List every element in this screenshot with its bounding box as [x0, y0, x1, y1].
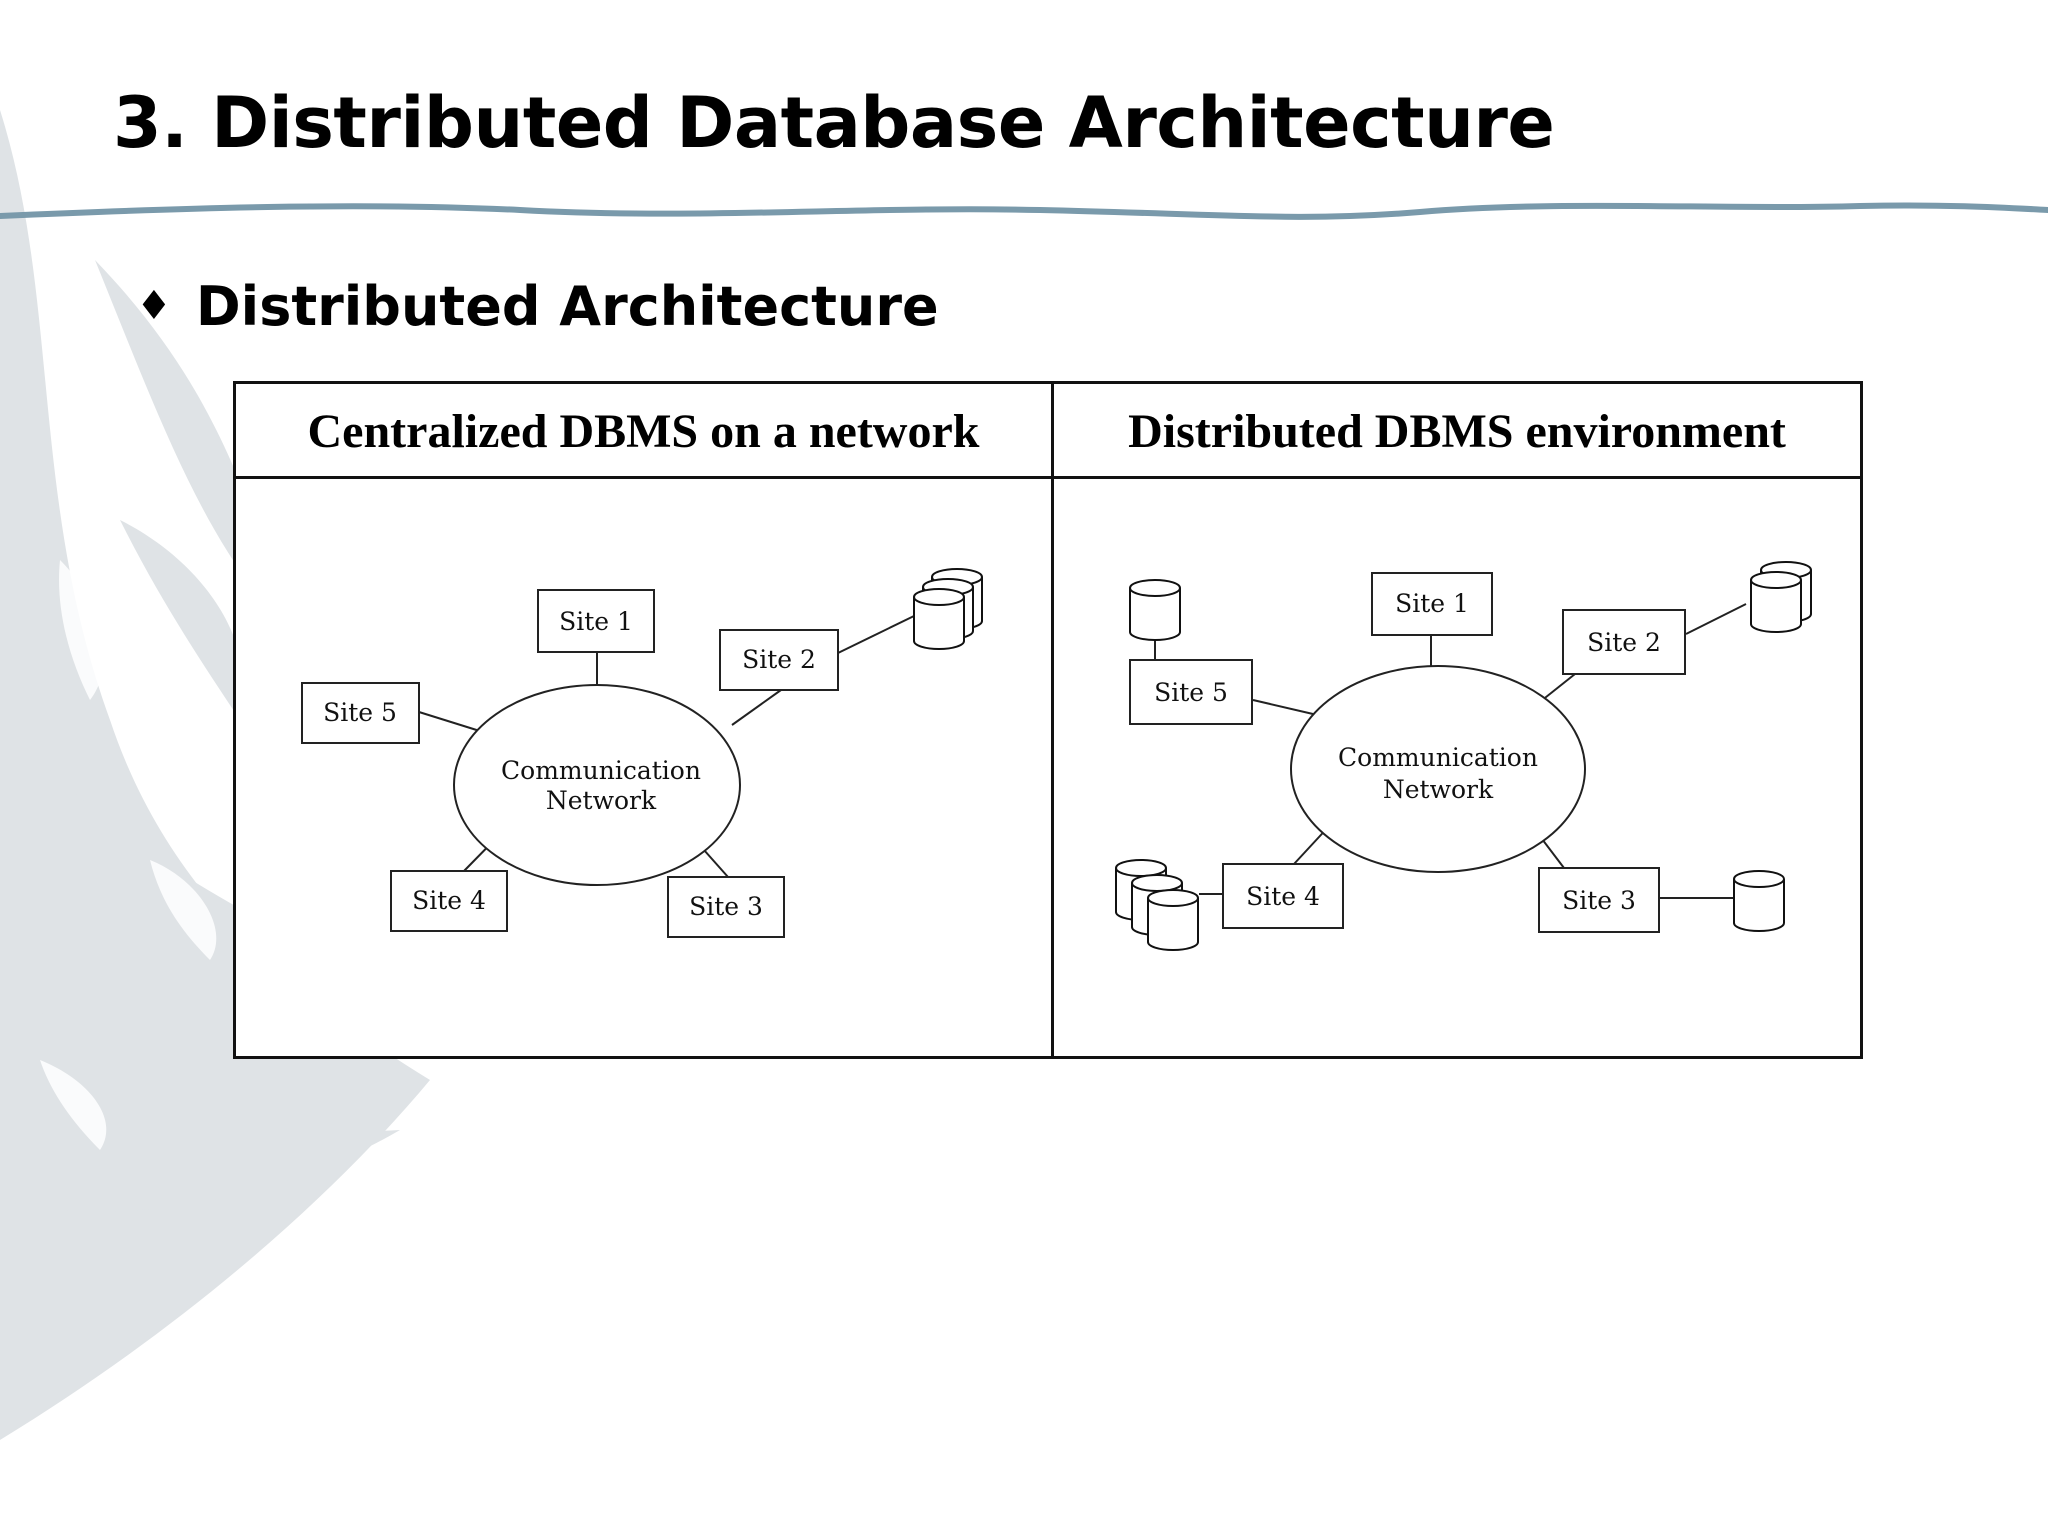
site-5-node: Site 5 [301, 682, 420, 744]
communication-network-node [453, 684, 741, 886]
site-3-node: Site 3 [667, 876, 785, 938]
database-stack-icon-site-2 [1750, 561, 1812, 633]
network-label-line1: Communication [1338, 743, 1538, 772]
site-label: Site 1 [1395, 589, 1469, 618]
site-label: Site 1 [559, 607, 633, 636]
site-4-node: Site 4 [390, 870, 508, 932]
centralized-network-diagram: Communication Network Site 1 Site 2 Site… [301, 568, 983, 938]
site-5-node: Site 5 [1129, 659, 1253, 725]
database-stack-icon-site-4 [1115, 859, 1199, 951]
site-1-node: Site 1 [1371, 572, 1493, 636]
site-3-node: Site 3 [1538, 867, 1660, 933]
site-4-node: Site 4 [1222, 863, 1344, 929]
communication-network-node [1290, 665, 1586, 873]
bullet-text: Distributed Architecture [195, 275, 939, 338]
site-2-node: Site 2 [1562, 609, 1686, 675]
site-label: Site 4 [412, 886, 486, 915]
network-label-line2: Network [1383, 775, 1494, 804]
network-label-line2: Network [546, 786, 657, 815]
column-header-centralized: Centralized DBMS on a network [236, 384, 1051, 479]
title-accent-wave [0, 202, 2048, 220]
site-label: Site 2 [742, 645, 816, 674]
diamond-bullet-icon: ♦ [136, 283, 172, 329]
database-icon-site-3 [1733, 870, 1785, 932]
site-2-node: Site 2 [719, 629, 839, 691]
site-1-node: Site 1 [537, 589, 655, 653]
database-icon-site-5 [1129, 579, 1181, 641]
site-label: Site 5 [323, 698, 397, 727]
distributed-network-diagram: Communication Network Site 1 Site 2 Site… [1115, 561, 1812, 951]
distributed-diagram-panel: Communication Network Site 1 Site 2 Site… [1051, 479, 1863, 1056]
site-label: Site 4 [1246, 882, 1320, 911]
site-label: Site 3 [1562, 886, 1636, 915]
bullet-point: ♦Distributed Architecture [136, 280, 939, 334]
slide-title: 3. Distributed Database Architecture [113, 82, 1555, 164]
site-label: Site 2 [1587, 628, 1661, 657]
network-label-line1: Communication [501, 756, 701, 785]
site-label: Site 3 [689, 892, 763, 921]
centralized-diagram-panel: Communication Network Site 1 Site 2 Site… [236, 479, 1051, 1056]
column-header-distributed: Distributed DBMS environment [1051, 384, 1860, 479]
database-stack-icon [913, 568, 983, 650]
site-label: Site 5 [1154, 678, 1228, 707]
architecture-comparison-table: Centralized DBMS on a network Distribute… [233, 381, 1863, 1059]
